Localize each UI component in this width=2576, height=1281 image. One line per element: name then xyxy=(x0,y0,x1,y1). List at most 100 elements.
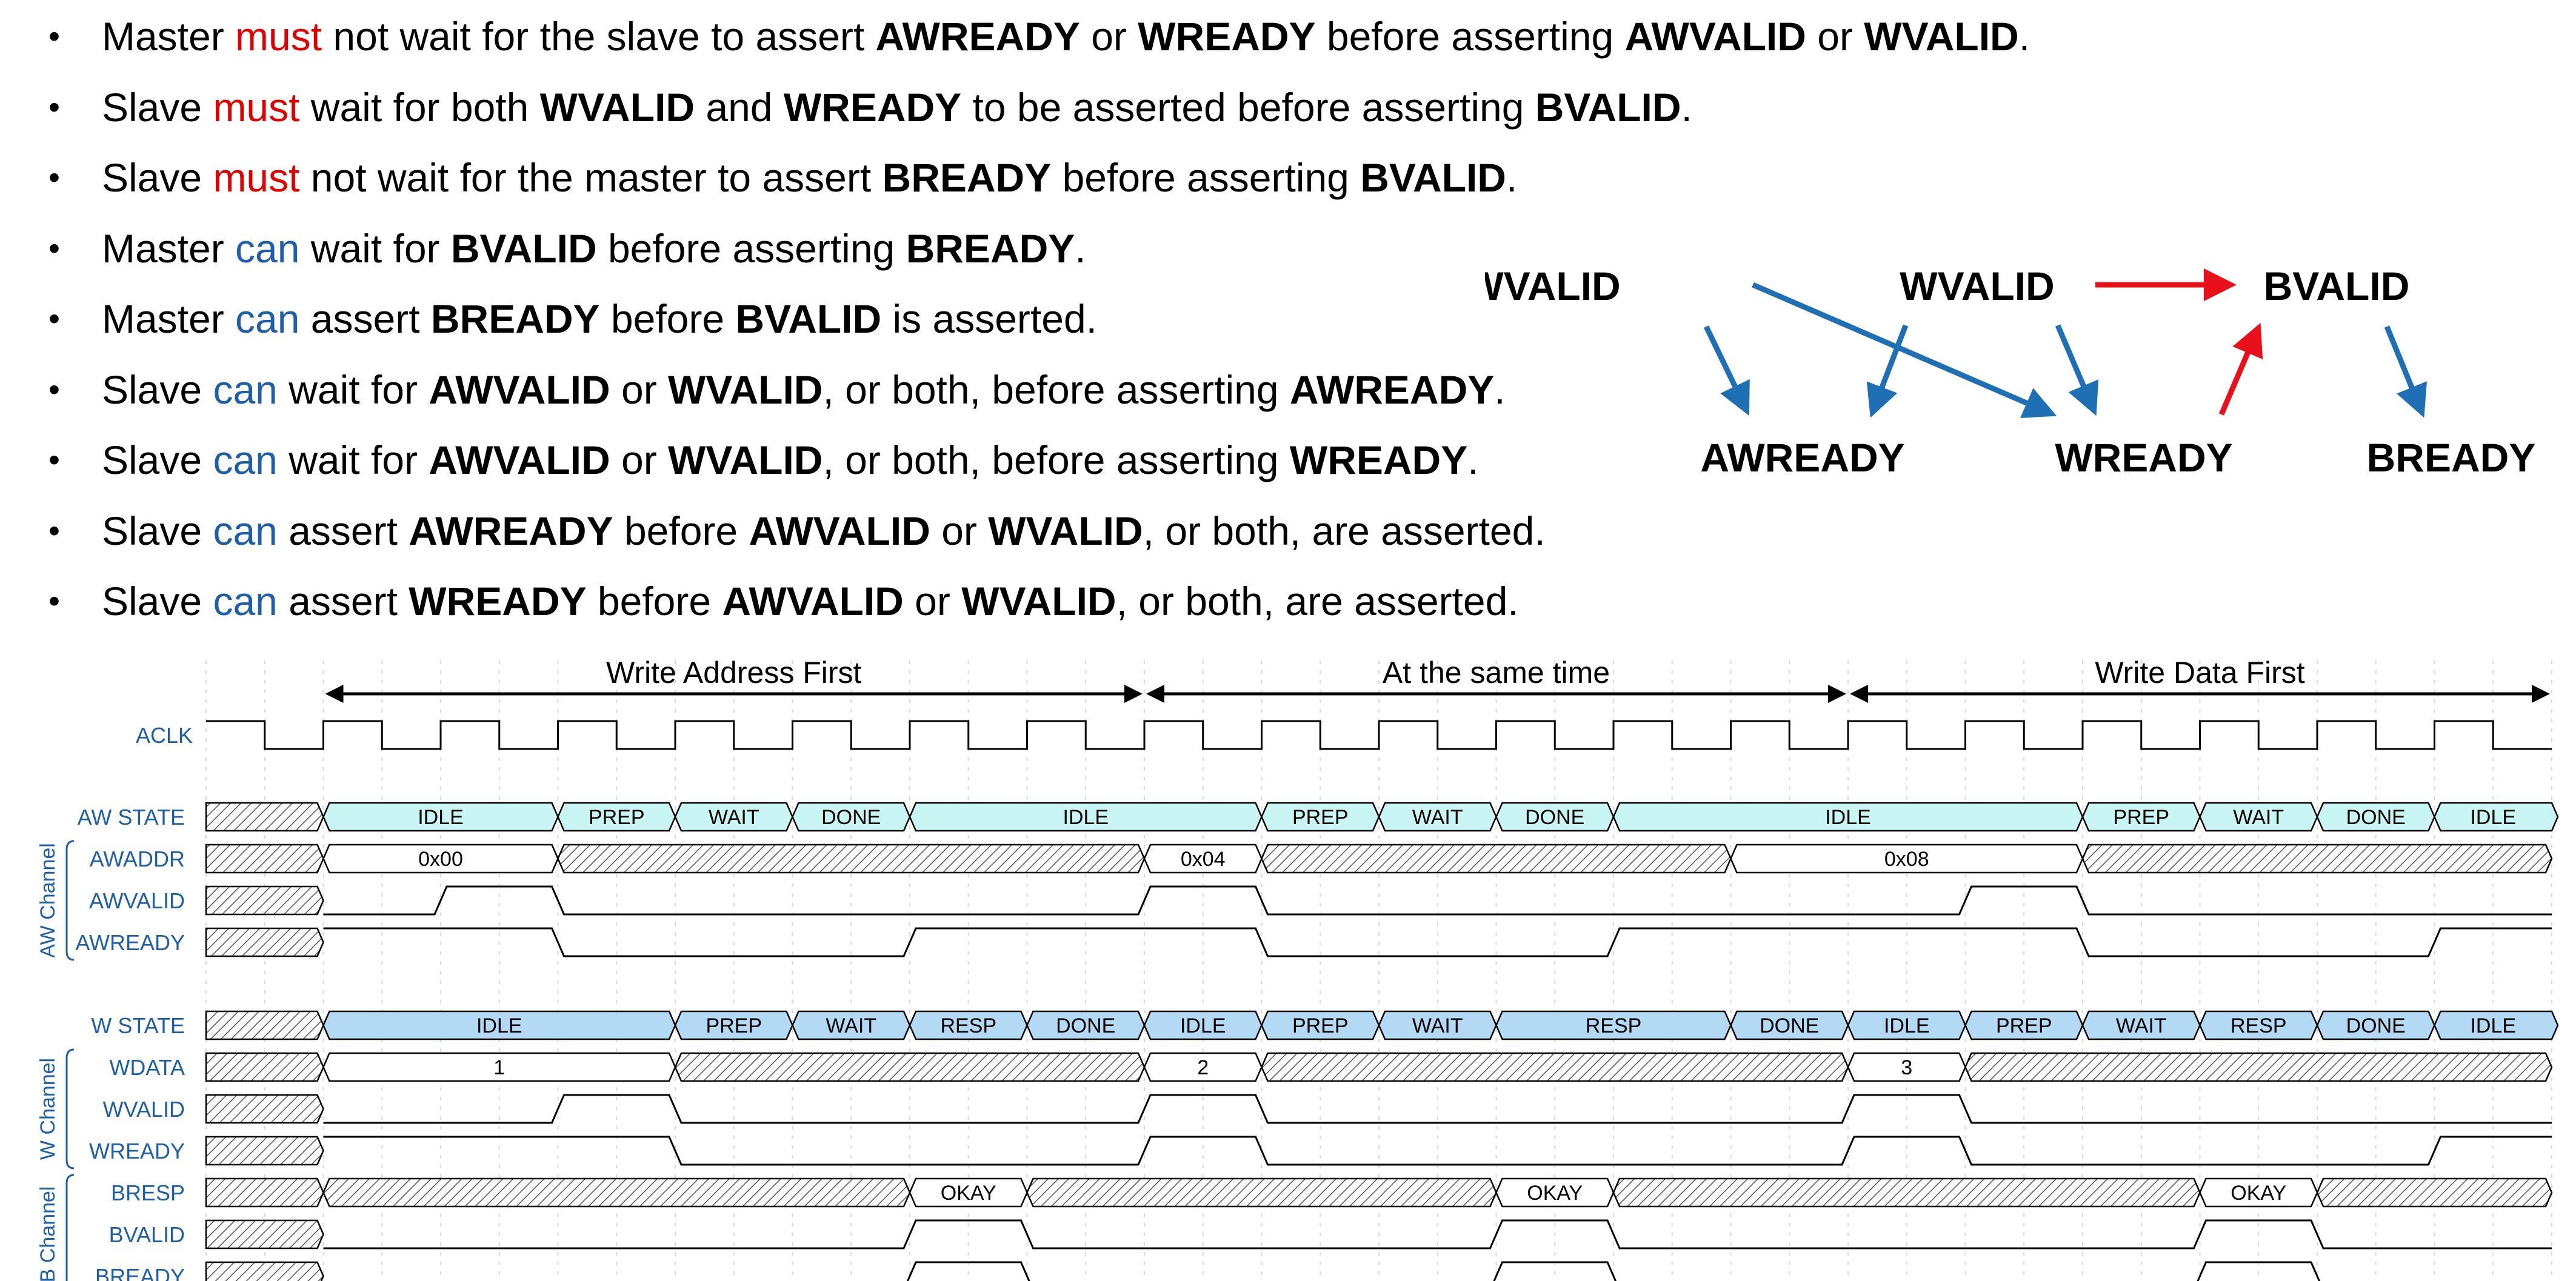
bullet: • xyxy=(48,442,60,478)
signal-node-bready: BREADY xyxy=(2367,435,2536,480)
signal-name: WVALID xyxy=(988,508,1143,553)
unknown-region xyxy=(205,1177,324,1208)
dont-care-segment xyxy=(1612,1177,2201,1208)
signal-name: AWVALID xyxy=(749,508,930,553)
rule-text: Master can assert BREADY before BVALID i… xyxy=(102,294,1097,343)
signal-node-wvalid: WVALID xyxy=(1900,264,2054,308)
bit-waveform xyxy=(323,885,2552,916)
bus-segment xyxy=(2199,1177,2318,1208)
dependency-arrow xyxy=(2218,322,2263,416)
rule-text-segment: Slave xyxy=(102,155,213,200)
dont-care-segment xyxy=(1261,1052,1849,1082)
phase-label: Write Address First xyxy=(606,656,861,690)
signal-name: WVALID xyxy=(668,438,823,482)
dependency-arrow xyxy=(1866,324,1909,418)
rule-text-segment: before asserting xyxy=(1051,155,1361,200)
bus-segment xyxy=(2434,802,2559,832)
dont-care-segment xyxy=(557,843,1146,874)
rule-text: Slave can assert WREADY before AWVALID o… xyxy=(102,577,1519,625)
rule-text-segment: wait for xyxy=(299,225,451,271)
bullet: • xyxy=(48,301,60,337)
rule-keyword: can xyxy=(213,438,278,482)
bus-value: IDLE xyxy=(2470,806,2516,829)
dont-care-segment xyxy=(1964,1052,2553,1082)
signal-label-bresp: BRESP xyxy=(111,1180,185,1205)
bus-value: IDLE xyxy=(2470,1014,2516,1037)
bus-value: IDLE xyxy=(1063,806,1109,829)
rule-text-segment: Slave xyxy=(102,84,213,130)
bus-value: IDLE xyxy=(476,1014,522,1037)
rule-text-segment: , or both, are asserted. xyxy=(1116,579,1519,624)
signal-name: BVALID xyxy=(450,225,597,271)
bus-value: 3 xyxy=(1901,1056,1912,1079)
signal-name: WREADY xyxy=(1289,438,1468,482)
rule-text-segment: or xyxy=(903,579,962,624)
bus-value: RESP xyxy=(940,1014,996,1037)
dependency-arrows: AWVALIDWVALIDBVALIDAWREADYWREADYBREADY xyxy=(1439,264,2536,480)
rule-text-segment: . xyxy=(1506,155,1518,200)
rule-keyword: must xyxy=(235,14,322,59)
rule-text-segment: before xyxy=(599,296,736,341)
rule-text-segment: to be asserted before asserting xyxy=(961,84,1535,130)
rule-text-segment: is asserted. xyxy=(881,296,1098,341)
bus-value: WAIT xyxy=(1412,806,1463,829)
unknown-region xyxy=(205,927,324,957)
rule-text: Slave can wait for AWVALID or WVALID, or… xyxy=(102,436,1479,484)
bus-value: PREP xyxy=(2113,806,2169,829)
signal-name: BVALID xyxy=(1360,155,1506,200)
bus-value: WAIT xyxy=(709,806,759,829)
rule-keyword: can xyxy=(235,296,300,341)
bus-value: DONE xyxy=(1760,1014,1819,1037)
bus-segment xyxy=(1847,1052,1966,1082)
rule-text-segment: Slave xyxy=(102,367,213,412)
signal-name: AWREADY xyxy=(409,508,613,553)
rule-text-segment: Master xyxy=(102,225,236,271)
rule-text-segment: Slave xyxy=(102,508,213,553)
bullet: • xyxy=(48,371,60,408)
bit-waveform xyxy=(906,1261,2321,1281)
signal-label-w-state: W STATE xyxy=(91,1013,185,1038)
bit-waveform xyxy=(323,1094,2552,1124)
signal-label-aclk: ACLK xyxy=(136,723,193,748)
dependency-arrow xyxy=(1752,282,2057,418)
bit-waveform xyxy=(323,1219,2552,1249)
rule-text-segment: Slave xyxy=(102,438,213,482)
signal-name: BREADY xyxy=(906,225,1075,271)
signal-name: AWREADY xyxy=(1289,367,1495,412)
signal-label-awvalid: AWVALID xyxy=(89,888,185,913)
signal-name: WVALID xyxy=(961,579,1116,624)
dont-care-segment xyxy=(1026,1177,1497,1208)
signal-label-awaddr: AWADDR xyxy=(90,847,185,871)
rule-text-segment: . xyxy=(1467,438,1479,482)
signal-name: WVALID xyxy=(668,367,823,412)
dont-care-segment xyxy=(322,1177,911,1208)
phase-label: Write Data First xyxy=(2095,656,2304,690)
bus-value: DONE xyxy=(2346,1014,2406,1037)
bus-value: IDLE xyxy=(1884,1014,1930,1037)
rule-text-segment: or xyxy=(610,438,669,482)
rule-text-segment: , or both, are asserted. xyxy=(1143,508,1546,553)
rule-keyword: can xyxy=(213,367,278,412)
bus-value: 0x04 xyxy=(1181,848,1226,871)
rule-keyword: must xyxy=(213,84,300,130)
bus-value: DONE xyxy=(2346,806,2406,829)
dependency-arrow xyxy=(2384,325,2427,418)
unknown-region xyxy=(205,802,324,832)
bus-value: IDLE xyxy=(418,806,464,829)
bullet: • xyxy=(48,88,60,125)
channel-label: W Channel xyxy=(36,1058,59,1160)
signal-name: WVALID xyxy=(539,84,695,130)
bus-value: PREP xyxy=(1292,806,1349,829)
rule-text-segment: Master xyxy=(102,296,236,341)
rule-text-segment: Slave xyxy=(102,579,213,624)
bus-segment xyxy=(1495,1177,1615,1208)
signal-name: AWVALID xyxy=(722,579,904,624)
clock-waveform xyxy=(206,720,2552,750)
bullet: • xyxy=(48,230,60,267)
rule-text: Slave can assert AWREADY before AWVALID … xyxy=(102,507,1546,555)
signal-name: BVALID xyxy=(735,296,882,341)
rule-text-segment: . xyxy=(1075,225,1086,271)
bus-value: 2 xyxy=(1197,1056,1209,1079)
bus-segment xyxy=(2434,1010,2559,1040)
signal-name: WREADY xyxy=(1138,14,1316,59)
